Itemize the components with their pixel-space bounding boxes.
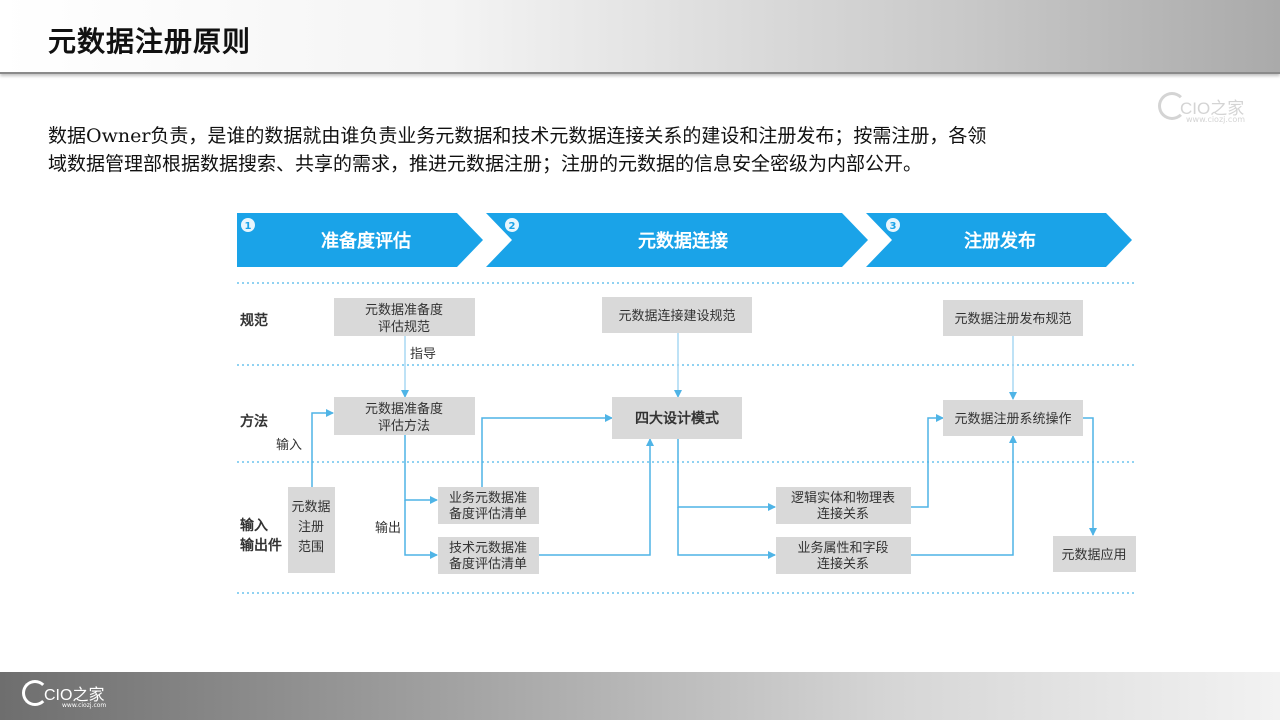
box-assess-method-line2: 评估方法	[378, 418, 430, 434]
stage-3-badge	[886, 218, 900, 232]
stage-1-chevron	[237, 213, 483, 267]
box-assess-method-line1: 元数据准备度	[365, 401, 443, 417]
box-app-bg	[1053, 536, 1136, 572]
stage-1-label: 准备度评估	[321, 230, 411, 252]
arrow-tech-list-to-modes	[538, 438, 654, 556]
box-logic-entity-line2: 连接关系	[817, 506, 869, 522]
box-biz-attr-line2: 连接关系	[817, 556, 869, 572]
label-guide: 指导	[410, 347, 436, 362]
box-logic-entity-line1: 逻辑实体和物理表	[791, 491, 895, 506]
intro-paragraph: 数据Owner负责，是谁的数据就由谁负责业务元数据和技术元数据连接关系的建设和注…	[48, 122, 1238, 178]
arrow-modes-to-logic-entity	[677, 439, 776, 511]
box-reg-scope-line3: 范围	[298, 540, 324, 555]
box-assess-spec-bg	[334, 298, 475, 336]
box-reg-scope-bg	[288, 487, 335, 573]
footer-bar	[0, 672, 1280, 720]
box-assess-method: 元数据准备度 评估方法	[334, 397, 475, 435]
row-label-spec: 规范	[240, 312, 268, 329]
footer-logo-ring-icon	[22, 680, 48, 706]
box-assess-spec-line1: 元数据准备度	[365, 302, 443, 318]
stage-3-number: 3	[890, 221, 897, 232]
box-assess-spec: 元数据准备度 评估规范	[334, 298, 475, 336]
box-tech-list-line1: 技术元数据准	[449, 541, 527, 556]
box-tech-list: 技术元数据准 备度评估清单	[438, 537, 539, 574]
box-four-modes: 四大设计模式	[612, 397, 742, 439]
watermark-brand: CIO之家	[1180, 99, 1245, 118]
arrow-biz-list-to-modes	[481, 414, 613, 487]
box-biz-list-line2: 备度评估清单	[449, 506, 527, 522]
box-publish-spec: 元数据注册发布规范	[943, 300, 1083, 336]
box-biz-list: 业务元数据准 备度评估清单	[438, 487, 539, 524]
stage-2-label: 元数据连接	[638, 230, 728, 252]
stage-2-badge	[505, 218, 519, 232]
box-connect-spec-text: 元数据连接建设规范	[618, 308, 735, 324]
box-publish-spec-bg	[943, 300, 1083, 336]
box-biz-list-bg	[438, 487, 539, 524]
footer-url: www.ciozj.com	[62, 702, 107, 709]
label-input: 输入	[276, 437, 302, 453]
box-four-modes-text: 四大设计模式	[635, 410, 719, 427]
arrow-modes-to-biz-attr	[677, 507, 776, 559]
box-reg-scope: 元数据 注册 范围	[288, 487, 335, 573]
footer-brand: CIO之家	[44, 687, 105, 704]
box-tech-list-bg	[438, 537, 539, 574]
box-biz-list-line1: 业务元数据准	[449, 490, 527, 506]
box-biz-attr-line1: 业务属性和字段	[797, 540, 888, 556]
label-output: 输出	[375, 520, 401, 536]
box-logic-entity: 逻辑实体和物理表 连接关系	[776, 487, 911, 524]
box-system-op: 元数据注册系统操作	[943, 400, 1083, 436]
stage-2-chevron	[486, 213, 868, 267]
intro-line-2: 域数据管理部根据数据搜索、共享的需求，推进元数据注册；注册的元数据的信息安全密级…	[48, 153, 923, 175]
box-system-op-text: 元数据注册系统操作	[954, 411, 1071, 427]
box-connect-spec: 元数据连接建设规范	[602, 297, 752, 333]
box-tech-list-line2: 备度评估清单	[449, 556, 527, 572]
arrow-system-to-app	[1083, 417, 1097, 536]
stage-2-number: 2	[509, 221, 516, 232]
stage-1: 1 准备度评估	[237, 213, 483, 267]
stage-2: 2 元数据连接	[486, 213, 868, 267]
box-assess-method-bg	[334, 397, 475, 435]
arrow-method-to-biz-list	[404, 435, 438, 504]
box-biz-attr-bg	[776, 537, 911, 574]
box-logic-entity-bg	[776, 487, 911, 524]
box-four-modes-bg	[612, 397, 742, 439]
watermark-url: www.ciozj.com	[1186, 115, 1246, 124]
header-bar: 元数据注册原则	[0, 0, 1280, 74]
box-system-op-bg	[943, 400, 1083, 436]
box-connect-spec-bg	[602, 297, 752, 333]
stage-3-chevron	[866, 213, 1132, 267]
box-app: 元数据应用	[1053, 536, 1136, 572]
arrow-method-to-tech-list	[404, 500, 438, 559]
box-assess-spec-line2: 评估规范	[378, 320, 430, 335]
row-label-io-2: 输出件	[240, 537, 282, 554]
page-title: 元数据注册原则	[48, 25, 252, 58]
stage-1-badge	[241, 218, 255, 232]
box-app-text: 元数据应用	[1061, 547, 1126, 563]
stage-1-number: 1	[245, 221, 252, 232]
box-reg-scope-line1: 元数据	[291, 500, 330, 515]
stage-3-label: 注册发布	[964, 230, 1036, 252]
row-label-io-1: 输入	[240, 517, 268, 534]
box-publish-spec-text: 元数据注册发布规范	[954, 311, 1071, 327]
intro-line-1: 数据Owner负责，是谁的数据就由谁负责业务元数据和技术元数据连接关系的建设和注…	[48, 125, 987, 147]
stage-3: 3 注册发布	[866, 213, 1132, 267]
logo-ring-icon	[1158, 92, 1186, 120]
row-label-method: 方法	[240, 413, 268, 430]
arrow-biz-attr-to-system	[911, 435, 1017, 556]
arrow-scope-to-method	[311, 409, 334, 487]
arrow-logic-entity-to-system	[911, 414, 944, 508]
box-biz-attr: 业务属性和字段 连接关系	[776, 537, 911, 574]
box-reg-scope-line2: 注册	[298, 520, 324, 535]
connectors	[311, 333, 1097, 559]
